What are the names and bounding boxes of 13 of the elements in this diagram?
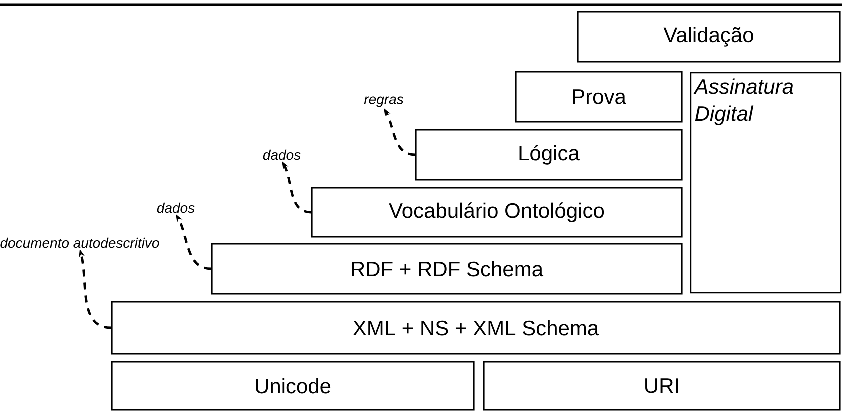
layer-box: XML + NS + XML Schema — [111, 301, 841, 355]
annotation-text: regras — [364, 96, 404, 108]
annotation-text: documento autodescritivo — [0, 238, 160, 248]
layer-box: Unicode — [111, 361, 475, 411]
annotation-text: dados — [157, 202, 195, 214]
layer-box: Prova — [515, 71, 683, 123]
layer-box: Vocabulário Ontológico — [311, 187, 683, 238]
layer-box: URI — [483, 361, 841, 411]
text-box: Assinatura Digital — [690, 72, 842, 294]
annotation-text: dados — [263, 150, 301, 160]
layer-box: RDF + RDF Schema — [211, 243, 683, 295]
layer-box: Lógica — [415, 129, 683, 181]
layer-box: Validação — [577, 11, 841, 63]
